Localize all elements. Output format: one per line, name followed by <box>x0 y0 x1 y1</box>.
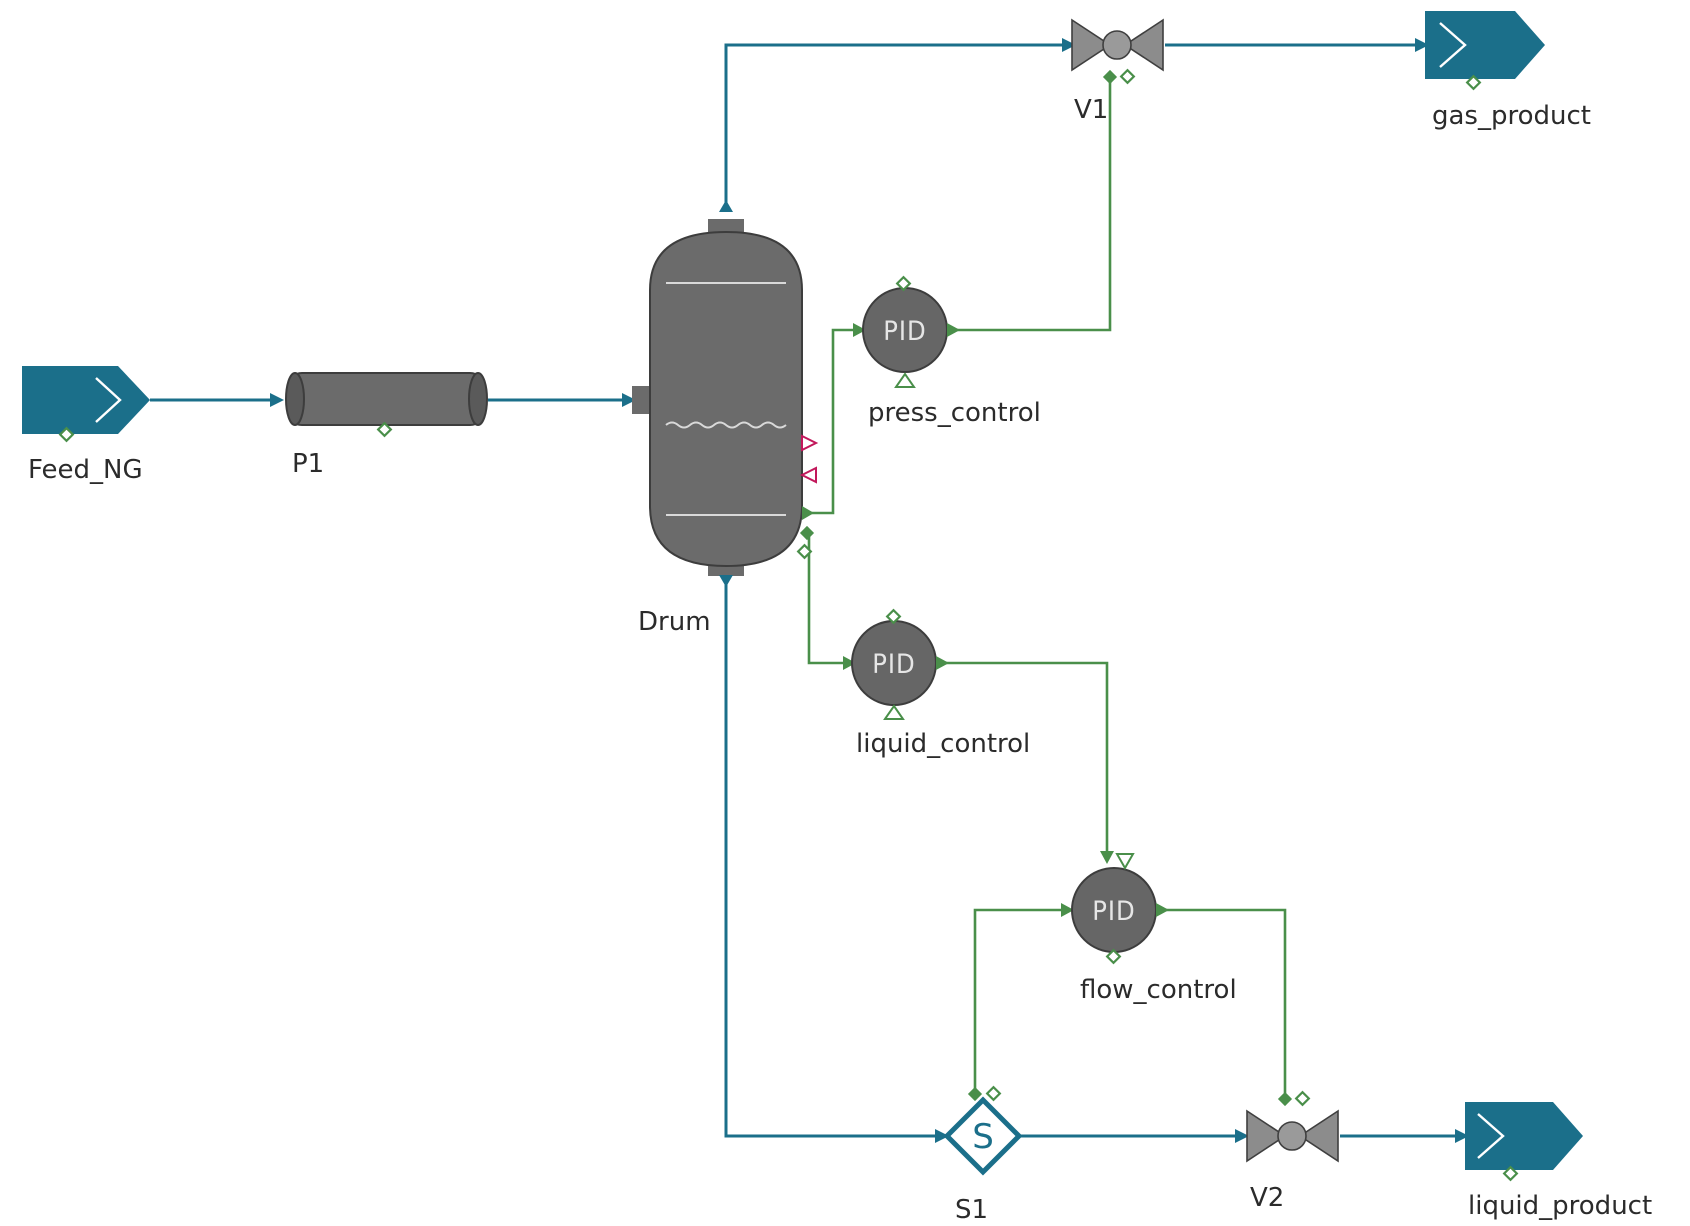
port-icon <box>885 608 902 625</box>
stream-drum-to-s1[interactable] <box>724 575 945 1138</box>
valve-v2-label: V2 <box>1250 1183 1284 1213</box>
arrow-icon <box>270 393 284 407</box>
valve-v2[interactable]: V2 <box>1246 1090 1339 1213</box>
feed-ng-source[interactable]: Feed_NG <box>22 366 150 485</box>
port-icon <box>58 426 75 443</box>
port-icon <box>1115 853 1135 871</box>
sensor-symbol: S <box>972 1117 994 1157</box>
output-port-icon <box>936 656 949 670</box>
signal-drum-to-liquid-control[interactable] <box>807 535 852 665</box>
port-icon <box>1294 1090 1311 1107</box>
liquid-control-label: liquid_control <box>856 729 1030 759</box>
port-icon <box>894 372 916 388</box>
sensor-s1[interactable]: S S1 <box>943 1085 1023 1225</box>
pid-label: PID <box>883 316 927 347</box>
control-signals <box>805 80 1287 1093</box>
port-icon <box>376 421 393 438</box>
gas-product-label: gas_product <box>1432 101 1591 131</box>
valve-v1-label: V1 <box>1074 95 1108 125</box>
arrow-icon <box>843 656 856 670</box>
signal-s1-to-flow-control[interactable] <box>973 908 1070 1093</box>
signal-drum-to-press-control[interactable] <box>805 328 862 515</box>
arrow-icon <box>853 323 866 337</box>
drum-label: Drum <box>638 607 711 637</box>
liquid-product-sink[interactable]: liquid_product <box>1465 1102 1652 1221</box>
port-icon <box>1102 69 1118 85</box>
port-icon <box>1502 1165 1519 1182</box>
press-control-label: press_control <box>868 398 1041 428</box>
port-icon <box>895 275 912 292</box>
arrow-icon <box>1100 851 1114 864</box>
signal-liquid-control-to-flow-control[interactable] <box>938 661 1109 860</box>
chevron-right-icon <box>95 377 122 423</box>
arrow-icon <box>935 1129 949 1143</box>
signal-press-control-to-v1[interactable] <box>950 80 1112 332</box>
feed-ng-label: Feed_NG <box>28 455 143 485</box>
outlet-port-icon <box>719 200 733 212</box>
chevron-right-icon <box>1439 22 1467 68</box>
port-icon <box>883 704 905 720</box>
output-port-icon <box>947 323 960 337</box>
material-streams <box>150 38 1469 1143</box>
outlet-port-icon <box>719 575 733 587</box>
arrow-icon <box>1415 38 1429 52</box>
port-icon <box>1119 68 1136 85</box>
level-alarm-icon <box>799 466 817 484</box>
arrow-icon <box>1235 1129 1249 1143</box>
drum-vessel[interactable]: Drum <box>632 200 819 637</box>
port-icon <box>1105 948 1122 965</box>
level-alarm-icon <box>801 434 819 452</box>
arrow-icon <box>1455 1129 1469 1143</box>
chevron-right-icon <box>1477 1113 1505 1159</box>
gas-product-sink[interactable]: gas_product <box>1425 11 1591 131</box>
pid-press-control[interactable]: PID press_control <box>862 275 1041 428</box>
flow-control-label: flow_control <box>1080 975 1237 1005</box>
signal-flow-control-to-v2[interactable] <box>1158 908 1287 1093</box>
port-icon <box>985 1085 1002 1102</box>
sensor-s1-label: S1 <box>955 1195 988 1225</box>
signal-port-icon <box>802 506 814 520</box>
arrow-icon <box>1062 38 1076 52</box>
pid-liquid-control[interactable]: PID liquid_control <box>851 608 1030 759</box>
port-icon <box>1465 74 1482 91</box>
port-icon <box>967 1086 983 1102</box>
port-icon <box>1277 1091 1293 1107</box>
arrow-icon <box>1061 903 1074 917</box>
liquid-product-label: liquid_product <box>1468 1191 1652 1221</box>
port-icon <box>799 525 815 541</box>
output-port-icon <box>1156 903 1169 917</box>
pid-label: PID <box>872 649 916 680</box>
port-icon <box>796 543 813 560</box>
pid-flow-control[interactable]: PID flow_control <box>1071 853 1237 1005</box>
pipe-p1-label: P1 <box>292 449 324 479</box>
pid-label: PID <box>1092 896 1136 927</box>
valve-v1[interactable]: V1 <box>1071 18 1164 125</box>
arrow-icon <box>622 393 636 407</box>
stream-drum-to-v1[interactable] <box>724 43 1072 210</box>
pipe-p1[interactable]: P1 <box>285 372 488 479</box>
